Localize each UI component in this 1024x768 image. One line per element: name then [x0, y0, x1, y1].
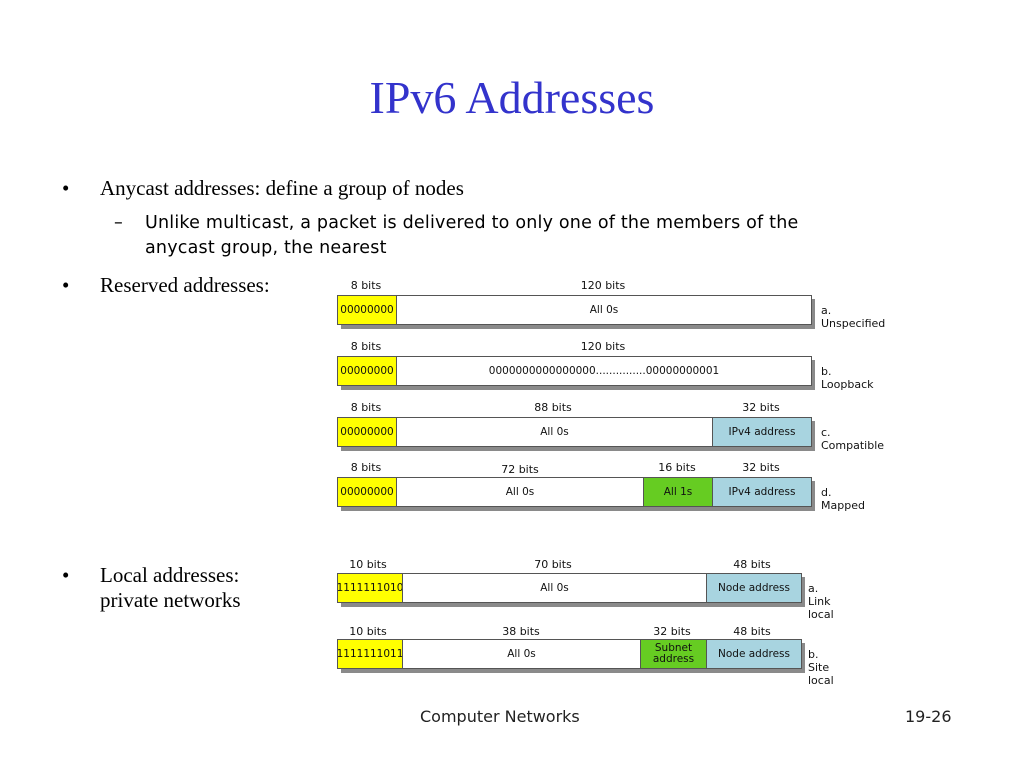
local-address-row-1-segment-2: Subnet address [640, 639, 707, 669]
bullet-symbol: • [62, 273, 70, 297]
reserved-address-row-3-bits-label-1: 72 bits [501, 463, 539, 476]
reserved-address-row-1-bits-label-1: 120 bits [580, 340, 626, 353]
bullet-symbol: • [62, 176, 70, 200]
reserved-address-row-0-segment-1: All 0s [396, 295, 812, 325]
bullet-reserved-text: Reserved addresses: [100, 273, 270, 297]
reserved-address-row-1-name: b. Loopback [821, 365, 874, 391]
reserved-address-row-1-segment-1: 0000000000000000...............000000000… [396, 356, 812, 386]
reserved-address-row-3-segment-0: 00000000 [337, 477, 397, 507]
local-address-row-1-bits-label-1: 38 bits [502, 625, 540, 638]
reserved-address-row-1-segment-0: 00000000 [337, 356, 397, 386]
sub-bullet-dash: – [114, 213, 123, 233]
local-address-row-0-segment-0: 1111111010 [337, 573, 403, 603]
footer-course: Computer Networks [420, 707, 580, 726]
reserved-address-row-1-bits-label-0: 8 bits [350, 340, 382, 353]
reserved-address-row-3-segment-2: All 1s [643, 477, 713, 507]
reserved-address-row-2-name: c. Compatible [821, 426, 885, 452]
local-address-row-1-segment-0: 1111111011 [337, 639, 403, 669]
bullet-local: • Local addresses: private networks [62, 563, 241, 613]
local-address-row-1-segment-3: Node address [706, 639, 802, 669]
local-address-row-0-bits-label-1: 70 bits [534, 558, 572, 571]
reserved-address-row-2-bits-label-1: 88 bits [534, 401, 572, 414]
reserved-address-row-0-bits-label-0: 8 bits [350, 279, 382, 292]
footer-page-number: 19-26 [905, 707, 952, 726]
bullet-anycast-text: Anycast addresses: define a group of nod… [100, 176, 464, 200]
sub-bullet-line-1: Unlike multicast, a packet is delivered … [145, 213, 799, 233]
reserved-address-row-3-name: d. Mapped [821, 486, 865, 512]
local-address-row-0-segment-1: All 0s [402, 573, 707, 603]
sub-bullet-anycast: – Unlike multicast, a packet is delivere… [114, 211, 799, 261]
reserved-address-row-3-bits-label-3: 32 bits [742, 461, 780, 474]
local-address-row-0-name: a. Link local [808, 582, 834, 621]
reserved-address-row-2-segment-0: 00000000 [337, 417, 397, 447]
local-address-row-1-bits-label-3: 48 bits [733, 625, 771, 638]
reserved-address-row-2-segment-1: All 0s [396, 417, 713, 447]
reserved-address-row-0-bits-label-1: 120 bits [580, 279, 626, 292]
reserved-address-row-2-bits-label-0: 8 bits [350, 401, 382, 414]
reserved-address-row-3-segment-1: All 0s [396, 477, 644, 507]
local-address-row-1-bits-label-2: 32 bits [653, 625, 691, 638]
reserved-address-row-2-segment-2: IPv4 address [712, 417, 812, 447]
bullet-reserved: • Reserved addresses: [62, 273, 270, 298]
bullet-symbol: • [62, 563, 70, 587]
local-address-row-1-bits-label-0: 10 bits [349, 625, 387, 638]
local-address-row-0-segment-2: Node address [706, 573, 802, 603]
reserved-address-row-0-name: a. Unspecified [821, 304, 886, 330]
reserved-address-row-3-bits-label-0: 8 bits [350, 461, 382, 474]
bullet-local-line-2: private networks [100, 588, 241, 612]
local-address-row-0-bits-label-0: 10 bits [349, 558, 387, 571]
sub-bullet-line-2: anycast group, the nearest [145, 238, 387, 258]
reserved-address-row-3-bits-label-2: 16 bits [658, 461, 696, 474]
reserved-address-row-0-segment-0: 00000000 [337, 295, 397, 325]
local-address-row-1-segment-1: All 0s [402, 639, 641, 669]
bullet-local-line-1: Local addresses: [100, 563, 240, 587]
bullet-anycast: • Anycast addresses: define a group of n… [62, 176, 464, 201]
reserved-address-row-3-segment-3: IPv4 address [712, 477, 812, 507]
local-address-row-0-bits-label-2: 48 bits [733, 558, 771, 571]
reserved-address-row-2-bits-label-2: 32 bits [742, 401, 780, 414]
slide-title: IPv6 Addresses [369, 72, 655, 123]
local-address-row-1-name: b. Site local [808, 648, 834, 687]
